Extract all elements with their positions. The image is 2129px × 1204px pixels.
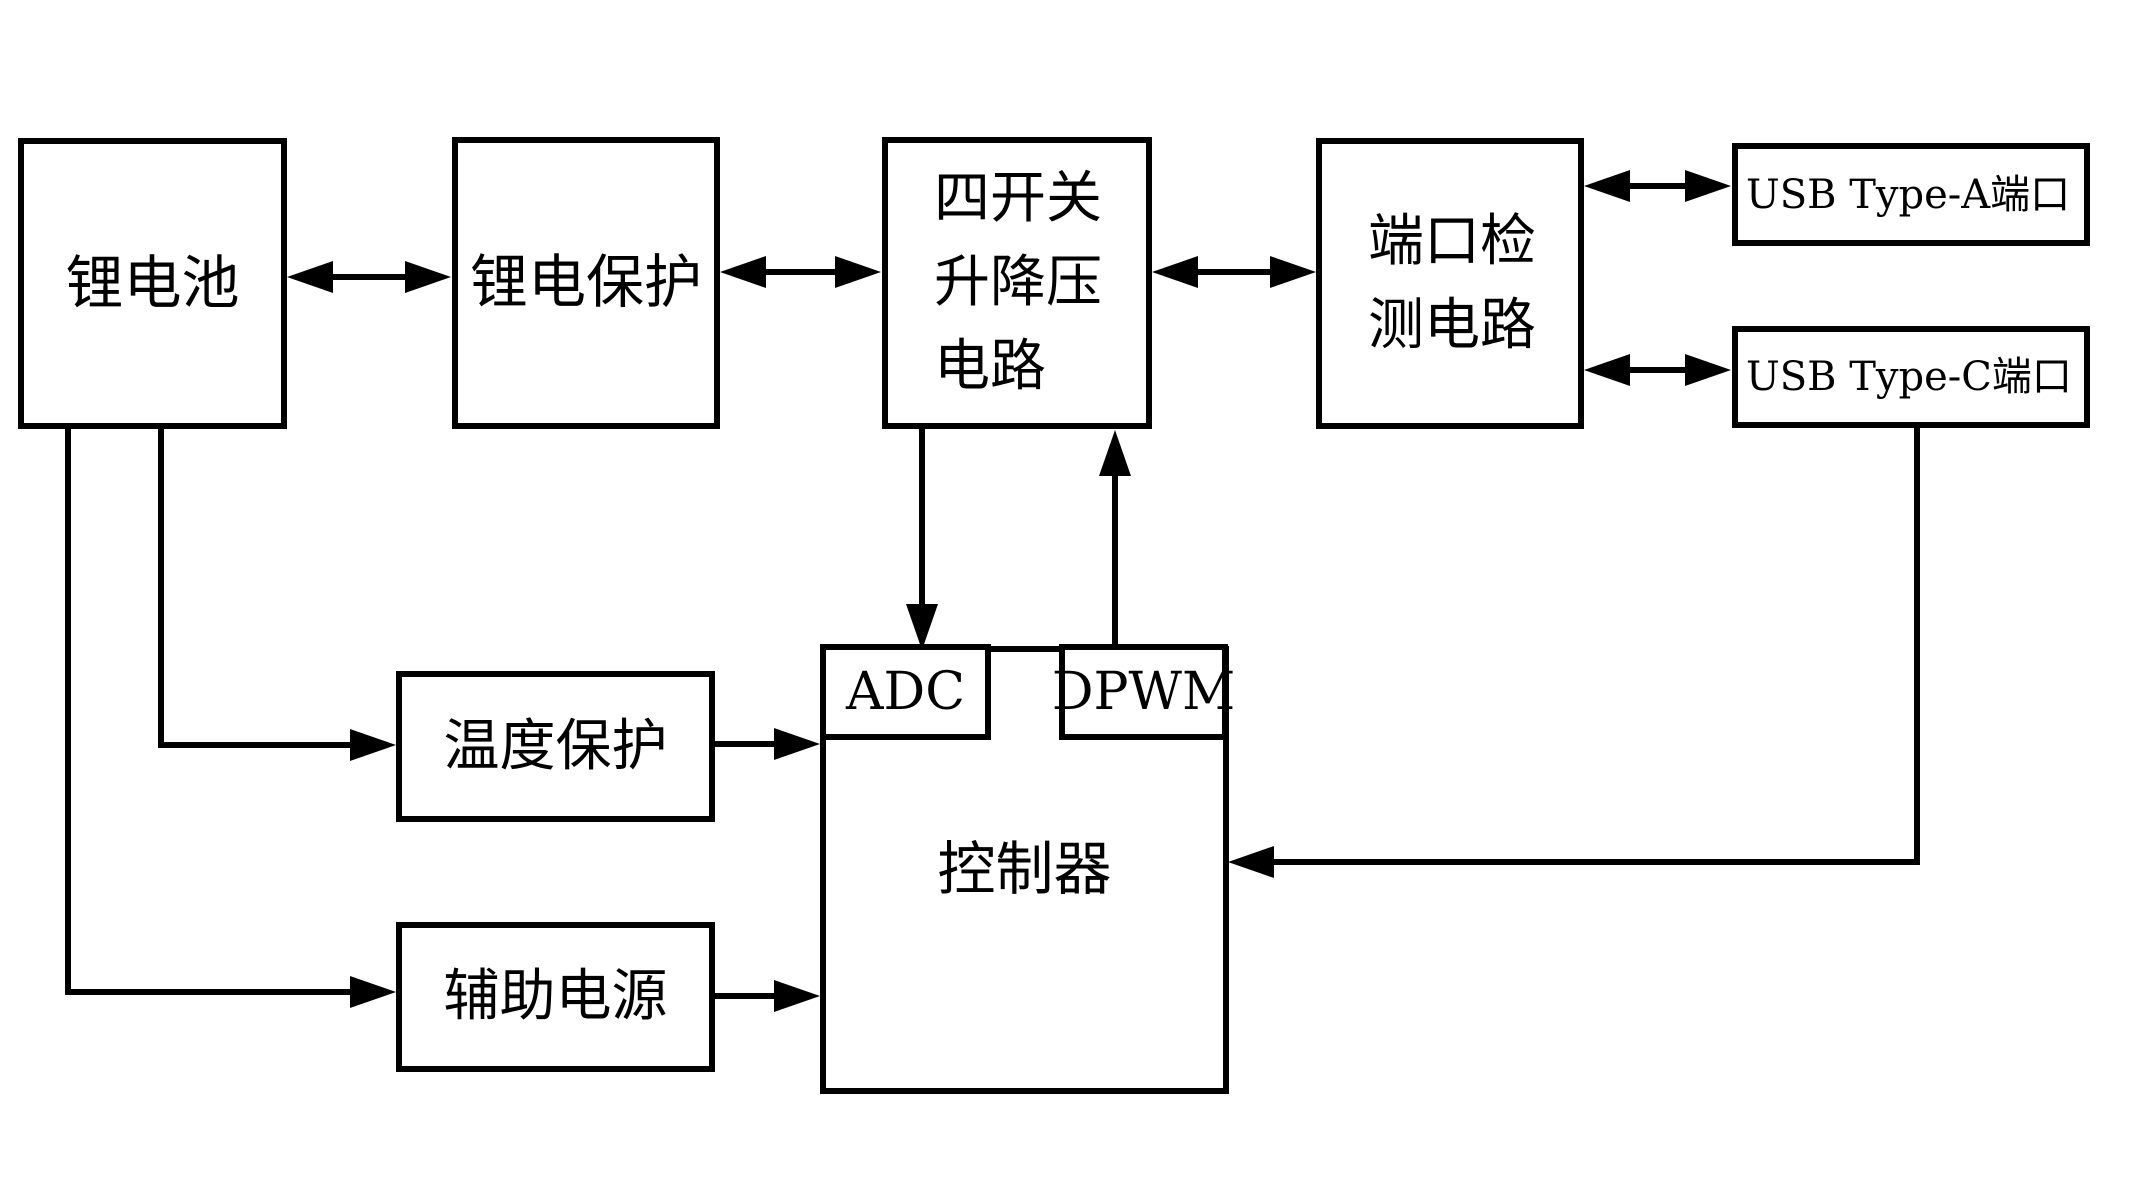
block-buck-boost: 四开关 升降压 电路 [882, 137, 1152, 429]
usb-type-c-label: USB Type-C端口 [1746, 354, 2072, 400]
block-usb-type-a-port: USB Type-A端口 [1732, 143, 2090, 246]
buck-boost-label-line2: 升降压 [934, 250, 1102, 315]
temperature-protection-label: 温度保护 [443, 713, 668, 779]
usb-type-a-label: USB Type-A端口 [1746, 171, 2071, 218]
dpwm-label: DPWM [1051, 661, 1236, 722]
wire-battery-auxpower [65, 425, 396, 1008]
arrow-buckboost-adc [906, 426, 938, 650]
block-port-detection: 端口检 测电路 [1316, 138, 1584, 429]
block-dpwm: DPWM [1052, 644, 1235, 740]
auxiliary-power-label: 辅助电源 [443, 964, 668, 1030]
block-battery-protection: 锂电保护 [452, 137, 720, 429]
block-battery: 锂电池 [18, 138, 287, 429]
arrow-tempprotect-controller [715, 728, 820, 760]
arrow-protection-buckboost [720, 256, 881, 288]
port-detection-label-line2: 测电路 [1368, 292, 1536, 358]
block-adc: ADC [820, 644, 991, 740]
block-auxiliary-power: 辅助电源 [396, 922, 715, 1072]
wire-usbc-controller [1228, 424, 1920, 878]
battery-label: 锂电池 [65, 248, 240, 317]
block-temperature-protection: 温度保护 [396, 671, 715, 822]
battery-protection-label: 锂电保护 [469, 248, 702, 317]
arrow-buckboost-portdetect [1152, 256, 1316, 288]
port-detection-label-line1: 端口检 [1368, 208, 1536, 274]
buck-boost-label-line1: 四开关 [934, 166, 1102, 231]
adc-label: ADC [845, 661, 966, 722]
wire-battery-tempprotect [158, 425, 396, 761]
controller-label: 控制器 [937, 835, 1112, 904]
buck-boost-label-line3: 电路 [934, 334, 1046, 399]
arrow-auxpower-controller [715, 980, 820, 1012]
arrow-dpwm-buckboost [1099, 430, 1131, 646]
block-usb-type-c-port: USB Type-C端口 [1732, 326, 2090, 428]
arrow-portdetect-usbc [1584, 354, 1731, 386]
arrow-portdetect-usba [1584, 170, 1731, 202]
arrow-battery-protection [287, 261, 451, 293]
